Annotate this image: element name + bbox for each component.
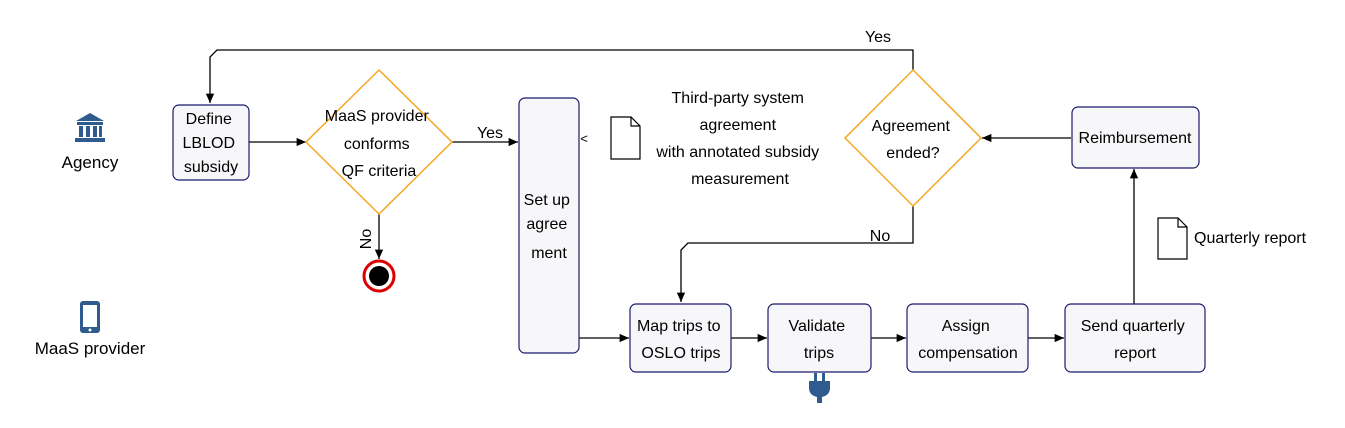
task-label-line: LBLOD: [183, 135, 235, 152]
task-label-line: Reimbursement: [1079, 130, 1192, 147]
task-label-line: ment: [531, 245, 567, 262]
end-event[interactable]: [362, 259, 396, 293]
task-label-line: trips: [804, 345, 834, 362]
annotation-marker: <: [580, 131, 588, 146]
gateway-agreement-ended[interactable]: Agreement ended?: [843, 68, 983, 208]
svg-text:Send quarterly report: Send quarterly report: [1081, 318, 1190, 362]
task-label-line: Validate: [788, 318, 845, 335]
svg-text:Set up agree ment: Set up agree ment: [524, 192, 575, 262]
gateway-label-line: ended?: [886, 145, 939, 162]
lane-label-maas-provider: MaaS provider: [35, 339, 146, 358]
plug-icon: [809, 373, 830, 403]
quarterly-document-label: Quarterly report: [1194, 230, 1307, 247]
task-label-line: Map trips to: [637, 318, 721, 335]
task-label-line: Set up: [524, 192, 570, 209]
svg-text:Map trips to OSLO trips: Map trips to OSLO trips: [637, 318, 725, 362]
svg-text:Validate trips: Validate trips: [788, 318, 849, 362]
svg-text:Define LBLOD subsi: Define LBLOD subsidy: [183, 111, 240, 176]
flow-ended-no: [676, 206, 914, 302]
gateway-conforms-qf-criteria[interactable]: MaaS provider conforms QF criteria: [304, 68, 454, 216]
gateway-label-line: Agreement: [872, 118, 951, 135]
svg-text:Agreement ended?: Agreement ended?: [872, 118, 955, 162]
document-icon: [1157, 217, 1188, 260]
smartphone-icon: [80, 301, 100, 333]
task-send-quarterly-report[interactable]: Send quarterly report: [1064, 303, 1206, 373]
flow-label-no-ended: No: [870, 228, 891, 245]
task-label-line: Define: [186, 111, 232, 128]
lane-label-agency: Agency: [62, 153, 119, 172]
flow-ended-yes: [205, 49, 914, 103]
task-label-line: agree: [526, 216, 567, 233]
task-set-up-agreement[interactable]: Set up agree ment: [518, 97, 580, 354]
task-assign-compensation[interactable]: Assign compensation: [906, 303, 1029, 373]
task-label-line: subsidy: [184, 159, 238, 176]
task-reimbursement[interactable]: Reimbursement: [1071, 106, 1200, 169]
bank-icon: [75, 113, 105, 142]
document-icon: [610, 116, 641, 160]
flow-label-no-conforms: No: [358, 229, 375, 250]
task-map-trips[interactable]: Map trips to OSLO trips: [629, 303, 732, 373]
gateway-label-line: conforms: [344, 136, 410, 153]
task-label-line: OSLO trips: [641, 345, 720, 362]
svg-text:MaaS provider conforms: MaaS provider conforms QF criteria: [325, 108, 434, 180]
flow-label-yes-ended: Yes: [865, 29, 891, 46]
agreement-document-label: Third-party system agreement with annota…: [655, 90, 823, 188]
gateway-label-line: QF criteria: [342, 163, 417, 180]
task-label-line: Send quarterly: [1081, 318, 1185, 335]
task-validate-trips[interactable]: Validate trips: [767, 303, 872, 373]
gateway-label-line: MaaS provider: [325, 108, 430, 125]
task-label-line: compensation: [918, 345, 1018, 362]
task-label-line: Assign: [942, 318, 990, 335]
task-label-line: report: [1114, 345, 1156, 362]
sequence-flows: [205, 49, 1139, 343]
flow-label-yes-conforms: Yes: [477, 125, 503, 142]
svg-text:Reimbursement: Reimbursement: [1079, 130, 1192, 147]
svg-text:Assign compensation: Assign compensation: [918, 318, 1018, 362]
task-define-subsidy[interactable]: Define LBLOD subsidy: [172, 104, 250, 181]
